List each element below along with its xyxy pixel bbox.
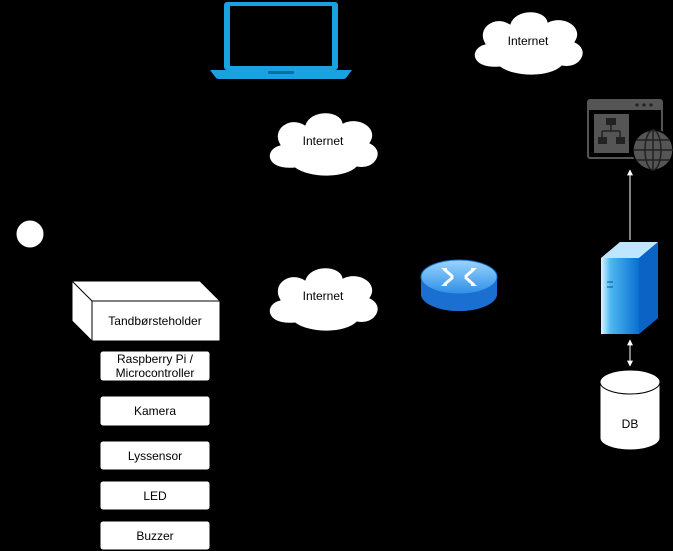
light-sensor-label: Lyssensor xyxy=(128,449,182,463)
database-cylinder: DB xyxy=(599,369,661,451)
component-camera: Kamera xyxy=(99,395,211,427)
actor-figure: Actor xyxy=(0,219,60,341)
cloud-mid-label: Internet xyxy=(303,134,344,148)
laptop-icon xyxy=(210,2,352,79)
actor-label: Actor xyxy=(17,329,43,341)
cloud-internet-lower: Internet xyxy=(268,267,379,332)
server-tower-icon xyxy=(601,242,658,334)
cloud-top-label: Internet xyxy=(508,34,549,48)
pi-label-line1: Raspberry Pi / xyxy=(117,352,194,366)
cloud-low-label: Internet xyxy=(303,289,344,303)
component-light-sensor: Lyssensor xyxy=(99,440,211,471)
cloud-internet-top: Internet xyxy=(473,11,584,76)
holder-label: Tandbørsteholder xyxy=(108,314,201,328)
cloud-internet-middle: Internet xyxy=(268,112,379,177)
db-label: DB xyxy=(622,417,639,431)
component-raspberry-pi: Raspberry Pi / Microcontroller xyxy=(99,350,211,382)
web-server-icon xyxy=(587,99,673,171)
buzzer-label: Buzzer xyxy=(136,529,173,543)
connectors xyxy=(130,39,633,520)
led-label: LED xyxy=(143,489,167,503)
edge-webserver-holder xyxy=(130,135,590,281)
router-icon xyxy=(420,259,498,311)
component-led: LED xyxy=(99,480,211,511)
edge-laptop-webserver xyxy=(340,39,633,99)
component-buzzer: Buzzer xyxy=(99,520,211,551)
camera-label: Kamera xyxy=(134,404,176,418)
toothbrush-holder-box: Tandbørsteholder xyxy=(71,280,221,342)
pi-label-line2: Microcontroller xyxy=(116,366,195,380)
